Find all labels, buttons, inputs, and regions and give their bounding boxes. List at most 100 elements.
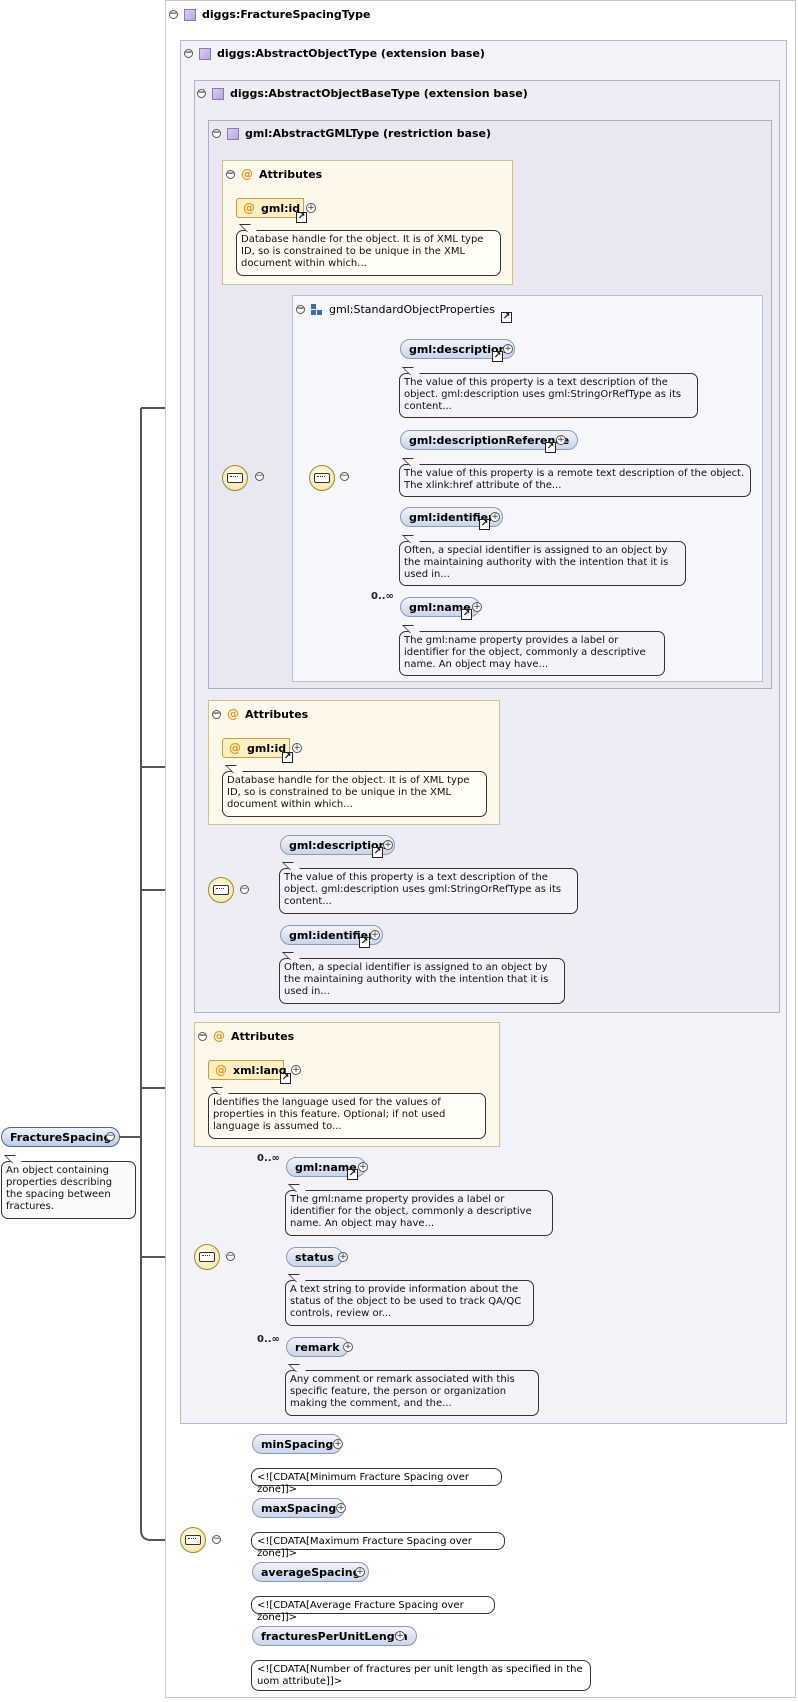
collapse-icon[interactable]: −	[296, 304, 305, 314]
expand-icon[interactable]: +	[292, 742, 302, 753]
reference-arrow-icon[interactable]: ↗	[347, 1169, 358, 1180]
at-sign-icon: @	[229, 741, 241, 755]
attribute-gml-id[interactable]: @ gml:id	[236, 198, 304, 218]
type-name: diggs:AbstractObjectBaseType (extension …	[230, 87, 528, 100]
collapse-icon[interactable]: −	[226, 168, 235, 179]
complex-type-icon	[184, 8, 196, 21]
reference-arrow-icon[interactable]: ↗	[461, 609, 472, 620]
expand-icon[interactable]: +	[472, 601, 482, 612]
element-doc: The value of this property is a text des…	[399, 373, 698, 418]
attribute-name: gml:id	[247, 741, 287, 755]
attribute-doc: Database handle for the object. It is of…	[222, 771, 487, 817]
attributes-label: Attributes	[231, 1029, 295, 1043]
root-doc: An object containing properties describi…	[1, 1161, 136, 1219]
element-gml-identifier[interactable]: gml:identifier	[280, 925, 383, 945]
collapse-icon[interactable]: −	[340, 471, 349, 481]
collapse-icon[interactable]: −	[184, 48, 193, 58]
collapse-icon[interactable]: −	[197, 88, 206, 98]
sequence-compositor-icon[interactable]	[208, 877, 234, 903]
at-sign-icon: @	[213, 1029, 225, 1043]
sequence-compositor-icon[interactable]	[180, 1527, 206, 1553]
expand-icon[interactable]: +	[336, 1502, 346, 1513]
attribute-doc: Identifies the language used for the val…	[208, 1093, 486, 1139]
reference-arrow-icon[interactable]: ↗	[492, 351, 503, 362]
occurs-label: 0..∞	[257, 1334, 280, 1345]
expand-icon[interactable]: +	[306, 202, 316, 213]
element-doc: The value of this property is a text des…	[279, 868, 578, 914]
root-element-fracture-spacing[interactable]: FractureSpacing	[1, 1127, 121, 1147]
expand-icon[interactable]: +	[395, 1630, 405, 1641]
element-doc: The value of this property is a remote t…	[399, 464, 751, 497]
element-doc: <![CDATA[Maximum Fracture Spacing over z…	[251, 1532, 505, 1559]
collapse-icon[interactable]: −	[240, 884, 249, 894]
reference-arrow-icon[interactable]: ↗	[359, 937, 370, 948]
collapse-icon[interactable]: −	[198, 1030, 207, 1041]
complex-type-icon	[212, 87, 224, 100]
collapse-icon[interactable]: −	[255, 471, 264, 481]
element-min-spacing[interactable]: minSpacing	[252, 1434, 343, 1454]
collapse-icon[interactable]: −	[226, 1251, 235, 1261]
at-sign-icon: @	[241, 167, 253, 181]
element-gml-identifier[interactable]: gml:identifier	[400, 507, 503, 527]
expand-icon[interactable]: +	[370, 929, 380, 940]
element-gml-description[interactable]: gml:description	[280, 835, 396, 855]
at-sign-icon: @	[215, 1063, 227, 1077]
element-remark[interactable]: remark	[286, 1337, 349, 1357]
at-sign-icon: @	[243, 201, 255, 215]
element-fractures-per-unit-length[interactable]: fracturesPerUnitLength	[252, 1626, 417, 1646]
element-average-spacing[interactable]: averageSpacing	[252, 1562, 370, 1582]
element-gml-description-reference[interactable]: gml:descriptionReference	[400, 430, 579, 450]
collapse-icon[interactable]: −	[212, 1534, 221, 1544]
attribute-name: gml:id	[261, 201, 301, 215]
element-gml-description[interactable]: gml:description	[400, 339, 516, 359]
element-gml-name[interactable]: gml:name	[286, 1157, 366, 1177]
complex-type-icon	[199, 47, 211, 60]
element-gml-name[interactable]: gml:name	[400, 597, 480, 617]
element-doc: A text string to provide information abo…	[285, 1280, 534, 1326]
expand-icon[interactable]: +	[343, 1341, 353, 1352]
element-doc: <![CDATA[Average Fracture Spacing over z…	[251, 1596, 495, 1623]
attribute-doc: Database handle for the object. It is of…	[236, 230, 501, 276]
attributes-label: Attributes	[259, 167, 323, 181]
occurs-label: 0..∞	[257, 1153, 280, 1164]
group-icon	[311, 303, 323, 316]
sequence-compositor-icon[interactable]	[222, 465, 248, 491]
expand-icon[interactable]: +	[383, 839, 393, 850]
reference-arrow-icon[interactable]: ↗	[372, 847, 383, 858]
sequence-compositor-icon[interactable]	[309, 465, 335, 491]
reference-arrow-icon[interactable]: ↗	[501, 312, 512, 323]
reference-arrow-icon[interactable]: ↗	[479, 519, 490, 530]
collapse-icon[interactable]: −	[169, 9, 178, 19]
group-name: gml:StandardObjectProperties	[329, 303, 495, 316]
element-doc: The gml:name property provides a label o…	[285, 1190, 553, 1236]
reference-arrow-icon[interactable]: ↗	[280, 1073, 291, 1084]
complex-type-icon	[227, 127, 239, 140]
collapse-icon[interactable]: −	[212, 128, 221, 138]
reference-arrow-icon[interactable]: ↗	[282, 752, 293, 763]
expand-icon[interactable]: +	[355, 1566, 365, 1577]
at-sign-icon: @	[227, 707, 239, 721]
type-name: diggs:FractureSpacingType	[202, 8, 371, 21]
expand-icon[interactable]: +	[503, 343, 513, 354]
sequence-compositor-icon[interactable]	[194, 1244, 220, 1270]
expand-icon[interactable]: +	[333, 1438, 343, 1449]
attribute-xml-lang[interactable]: @ xml:lang	[208, 1060, 287, 1080]
attribute-name: xml:lang	[233, 1063, 287, 1077]
reference-arrow-icon[interactable]: ↗	[545, 442, 556, 453]
type-name: diggs:AbstractObjectType (extension base…	[217, 47, 485, 60]
collapse-icon[interactable]: −	[106, 1131, 115, 1141]
element-doc: Any comment or remark associated with th…	[285, 1370, 539, 1416]
expand-icon[interactable]: +	[338, 1251, 348, 1262]
element-doc: The gml:name property provides a label o…	[399, 631, 665, 676]
expand-icon[interactable]: +	[556, 434, 566, 445]
element-status[interactable]: status	[286, 1247, 343, 1267]
element-doc: <![CDATA[Number of fractures per unit le…	[251, 1660, 591, 1691]
occurs-label: 0..∞	[371, 591, 394, 602]
expand-icon[interactable]: +	[358, 1161, 368, 1172]
reference-arrow-icon[interactable]: ↗	[296, 212, 307, 223]
expand-icon[interactable]: +	[291, 1064, 301, 1075]
expand-icon[interactable]: +	[490, 511, 500, 522]
collapse-icon[interactable]: −	[212, 708, 221, 719]
element-max-spacing[interactable]: maxSpacing	[252, 1498, 346, 1518]
attribute-gml-id[interactable]: @ gml:id	[222, 738, 290, 758]
